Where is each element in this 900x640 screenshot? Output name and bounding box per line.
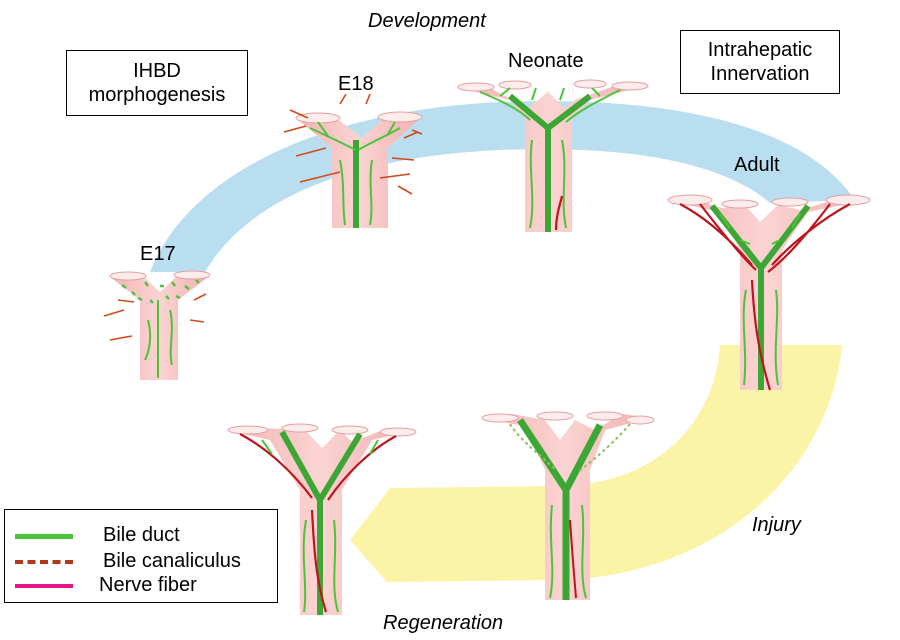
ihbd-box-line1: IHBD [133, 60, 181, 82]
injury-label: Injury [752, 514, 801, 536]
legend-swatch-nerve-fiber [15, 584, 73, 588]
legend-item-bile-duct: Bile duct [15, 524, 273, 546]
legend-item-nerve-fiber: Nerve fiber [15, 574, 273, 596]
legend-swatch-bile-duct [15, 534, 73, 539]
intrahepatic-innervation-box: Intrahepatic Innervation [680, 30, 840, 94]
injury-duct [480, 411, 655, 600]
stage-label-e17: E17 [140, 243, 176, 265]
e17-duct [103, 270, 211, 380]
ihbd-box-line2: morphogenesis [88, 84, 226, 106]
development-label: Development [368, 10, 486, 32]
e18-duct [283, 93, 423, 228]
stage-label-e18: E18 [338, 73, 374, 95]
neonate-duct [457, 79, 649, 232]
legend-label: Nerve fiber [99, 574, 197, 596]
legend-item-bile-canaliculus: Bile canaliculus [15, 550, 273, 572]
regeneration-label: Regeneration [383, 612, 504, 634]
innervation-box-line2: Innervation [710, 63, 810, 85]
development-arrow [150, 101, 855, 272]
legend-label: Bile duct [103, 524, 180, 546]
innervation-box-line1: Intrahepatic [707, 39, 813, 61]
ihbd-morphogenesis-box: IHBD morphogenesis [66, 50, 248, 116]
legend-swatch-bile-canaliculus [15, 560, 73, 564]
injury-regeneration-arrow [350, 345, 842, 582]
adult-duct [666, 194, 871, 391]
legend: Bile duct Bile canaliculus Nerve fiber [4, 509, 278, 603]
stage-label-adult: Adult [734, 154, 780, 176]
legend-label: Bile canaliculus [103, 550, 241, 572]
regeneration-duct [226, 423, 417, 615]
stage-label-neonate: Neonate [508, 50, 584, 72]
